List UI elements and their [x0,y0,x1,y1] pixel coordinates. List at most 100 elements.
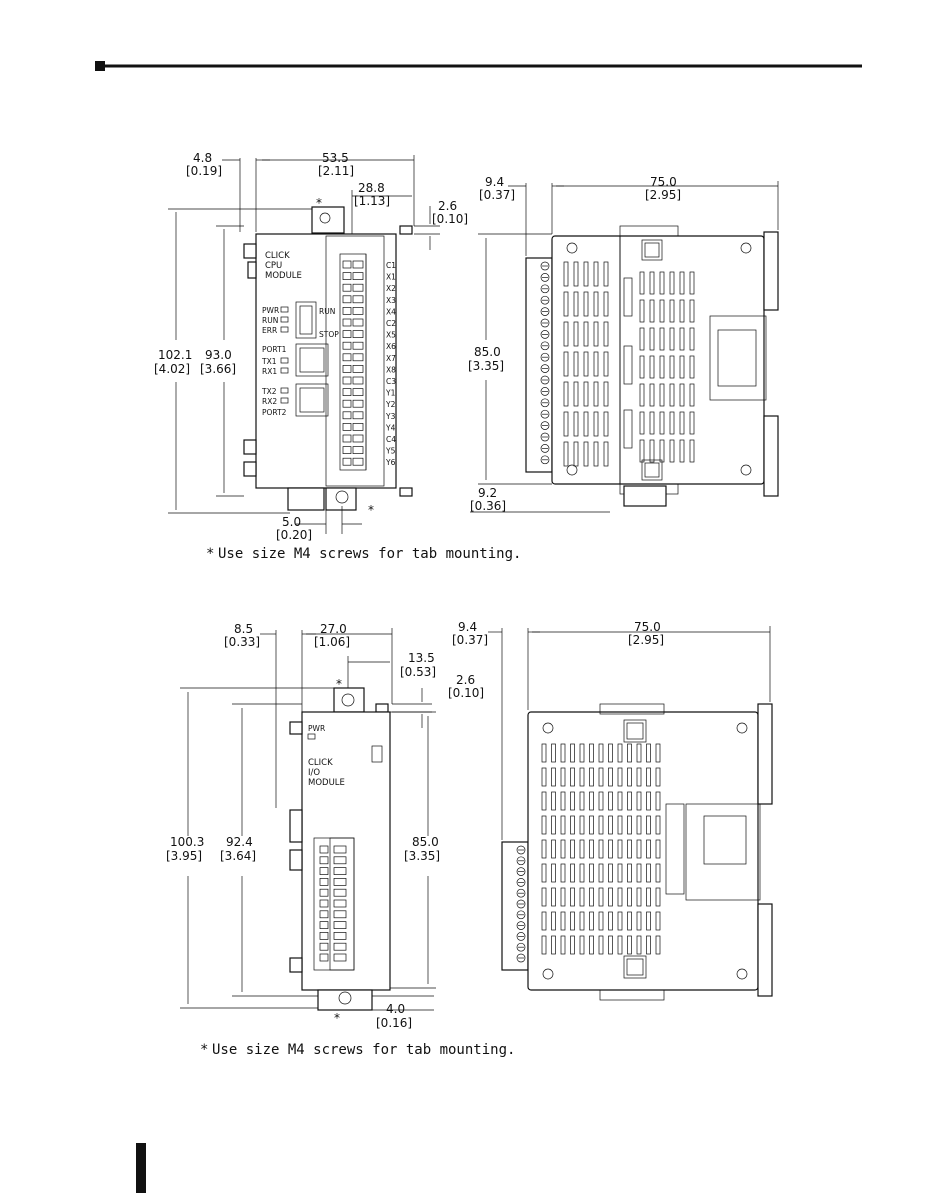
vent-slot [639,271,645,295]
dim-27-0-mm: 27.0 [320,622,347,636]
vent-slot [617,791,623,811]
dim-13-5-mm: 13.5 [408,651,435,665]
io-side-vents [541,743,661,955]
vent-slot [649,271,655,295]
vent-slot [573,351,579,377]
vent-slot [541,911,547,931]
cpu-terminal-screw [352,411,364,420]
io-terminal-screw [333,867,347,875]
vent-slot [598,767,604,787]
vent-slot [659,355,665,379]
io-pwr-label: PWR [308,724,325,733]
vent-slot [627,767,632,787]
dim-4-0-in: [0.16] [376,1016,412,1030]
vent-slot [646,935,651,955]
vent-slot [608,815,613,835]
dim-side-9-2-mm: 9.2 [478,486,497,500]
vent-slot [573,411,579,437]
cpu-terminal-screw [352,295,364,304]
vent-slot [655,863,661,883]
dim-io-side-75-0-mm: 75.0 [634,620,661,634]
cpu-side-vents [563,261,695,467]
cpu-terminal-screw [352,423,364,431]
vent-slot [551,791,556,811]
terminal-screw-icon [516,867,526,876]
dim-side-75-0-mm: 75.0 [650,175,677,189]
vent-slot [689,299,695,323]
vent-slot [608,887,613,907]
io-terminal-contact [319,953,329,962]
dim-4-8-in: [0.19] [186,164,222,178]
vent-slot [646,911,651,931]
vent-slot [603,381,609,407]
vent-slot [603,261,609,287]
cpu-terminal-label: C1 [386,261,396,270]
io-terminal-screw [333,932,347,940]
cpu-terminal-contact [342,260,352,269]
terminal-screw-icon [516,932,526,941]
cpu-side-dimension-lines [470,181,779,513]
vent-slot [541,839,547,859]
vent-slot [655,815,661,835]
vent-slot [589,815,594,835]
vent-slot [608,839,613,859]
vent-slot [563,261,569,287]
terminal-screw-icon [540,352,550,362]
vent-slot [560,839,566,859]
vent-slot [617,935,623,955]
vent-slot [608,863,613,883]
switch-label-stop: STOP [319,330,339,339]
dim-io-2-6-in: [0.10] [448,686,484,700]
vent-slot [646,791,651,811]
vent-slot [589,743,594,763]
vent-slot [627,791,632,811]
dim-102-1-mm: 102.1 [158,348,192,362]
vent-slot [579,743,585,763]
vent-slot [541,887,547,907]
port2-label: PORT2 [262,408,287,417]
dim-io-85-0-in: [3.35] [404,849,440,863]
vent-slot [541,743,547,763]
dim-4-0-mm: 4.0 [386,1002,405,1016]
vent-slot [579,863,585,883]
vent-slot [617,887,623,907]
vent-slot [589,911,594,931]
cpu-terminal-label: Y6 [385,458,396,467]
dim-27-0-in: [1.06] [314,635,350,649]
terminal-screw-icon [516,910,526,920]
led-tx1 [280,357,289,364]
vent-slot [598,839,604,859]
vent-slot [649,383,655,407]
vent-slot [563,321,569,347]
vent-slot [541,815,547,835]
io-side-view [501,703,773,1001]
vent-slot [563,381,569,407]
vent-slot [589,839,594,859]
vent-slot [598,863,604,883]
dim-side-85-0-in: [3.35] [468,359,504,373]
cpu-terminal-screw [352,353,364,362]
vent-slot [655,887,661,907]
vent-slot [639,383,645,407]
vent-slot [603,291,609,317]
cpu-terminal-screw [352,388,364,396]
vent-slot [655,767,661,787]
vent-slot [627,935,632,955]
terminal-screw-icon [540,273,550,282]
dim-8-5-mm: 8.5 [234,622,253,636]
io-terminal-contact [319,888,329,897]
vent-slot [579,839,585,859]
vent-slot [689,327,695,351]
io-label-line3: MODULE [308,778,345,788]
vent-slot [689,271,695,295]
run-stop-switch [295,301,317,339]
vent-slot [639,299,645,323]
vent-slot [627,815,632,835]
cpu-label-line1: CLICK [265,251,290,261]
vent-slot [593,441,599,467]
terminal-screw-icon [540,284,550,294]
terminal-screw-icon [540,330,550,339]
vent-slot [541,863,547,883]
port2-jack [295,383,329,417]
